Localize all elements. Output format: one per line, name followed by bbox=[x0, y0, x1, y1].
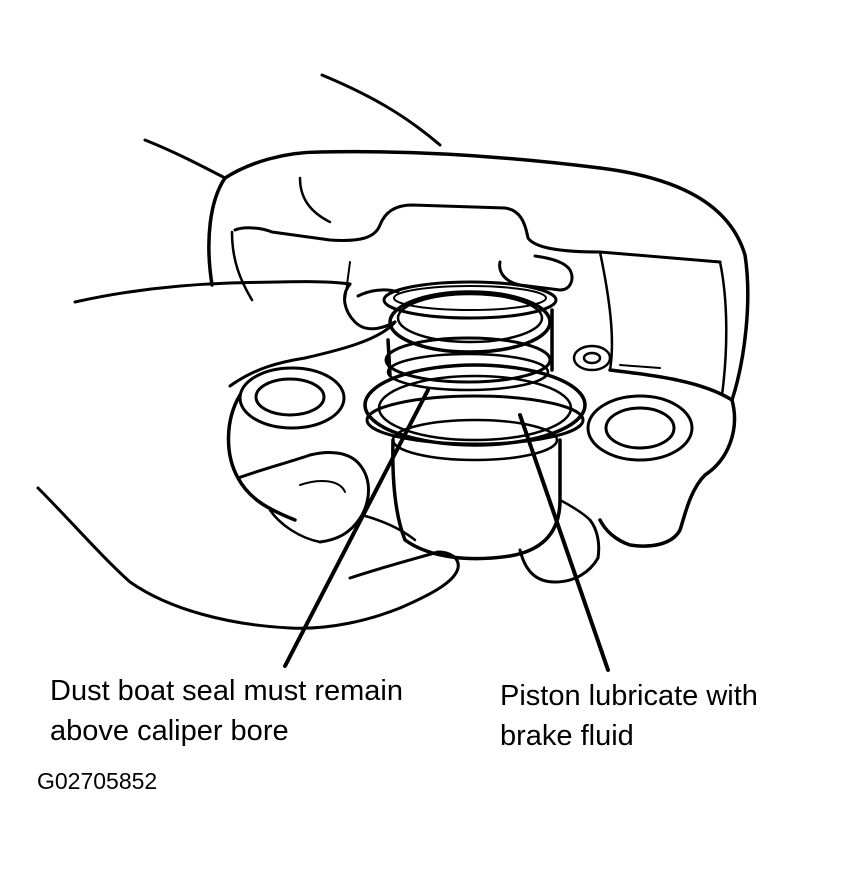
dust-seal-callout-line2: above caliper bore bbox=[50, 715, 289, 747]
piston-leader bbox=[518, 413, 610, 672]
piston-callout-line2: brake fluid bbox=[500, 720, 634, 752]
caliper-body bbox=[207, 149, 750, 548]
lower-hand bbox=[36, 451, 601, 630]
mounting-boss-left bbox=[238, 366, 346, 430]
dust-seal-callout: Dust boat seal must remain above caliper… bbox=[50, 671, 403, 751]
bleeder-port bbox=[572, 344, 612, 372]
mounting-boss-right bbox=[586, 394, 694, 462]
piston-callout-line1: Piston lubricate with bbox=[500, 680, 758, 712]
caliper-bore bbox=[363, 363, 587, 447]
dust-seal-leader bbox=[283, 388, 430, 668]
piston-callout: Piston lubricate with brake fluid bbox=[500, 676, 758, 756]
dust-seal-callout-line1: Dust boat seal must remain bbox=[50, 675, 403, 707]
figure-id: G02705852 bbox=[37, 768, 158, 794]
upper-hand bbox=[73, 73, 442, 388]
